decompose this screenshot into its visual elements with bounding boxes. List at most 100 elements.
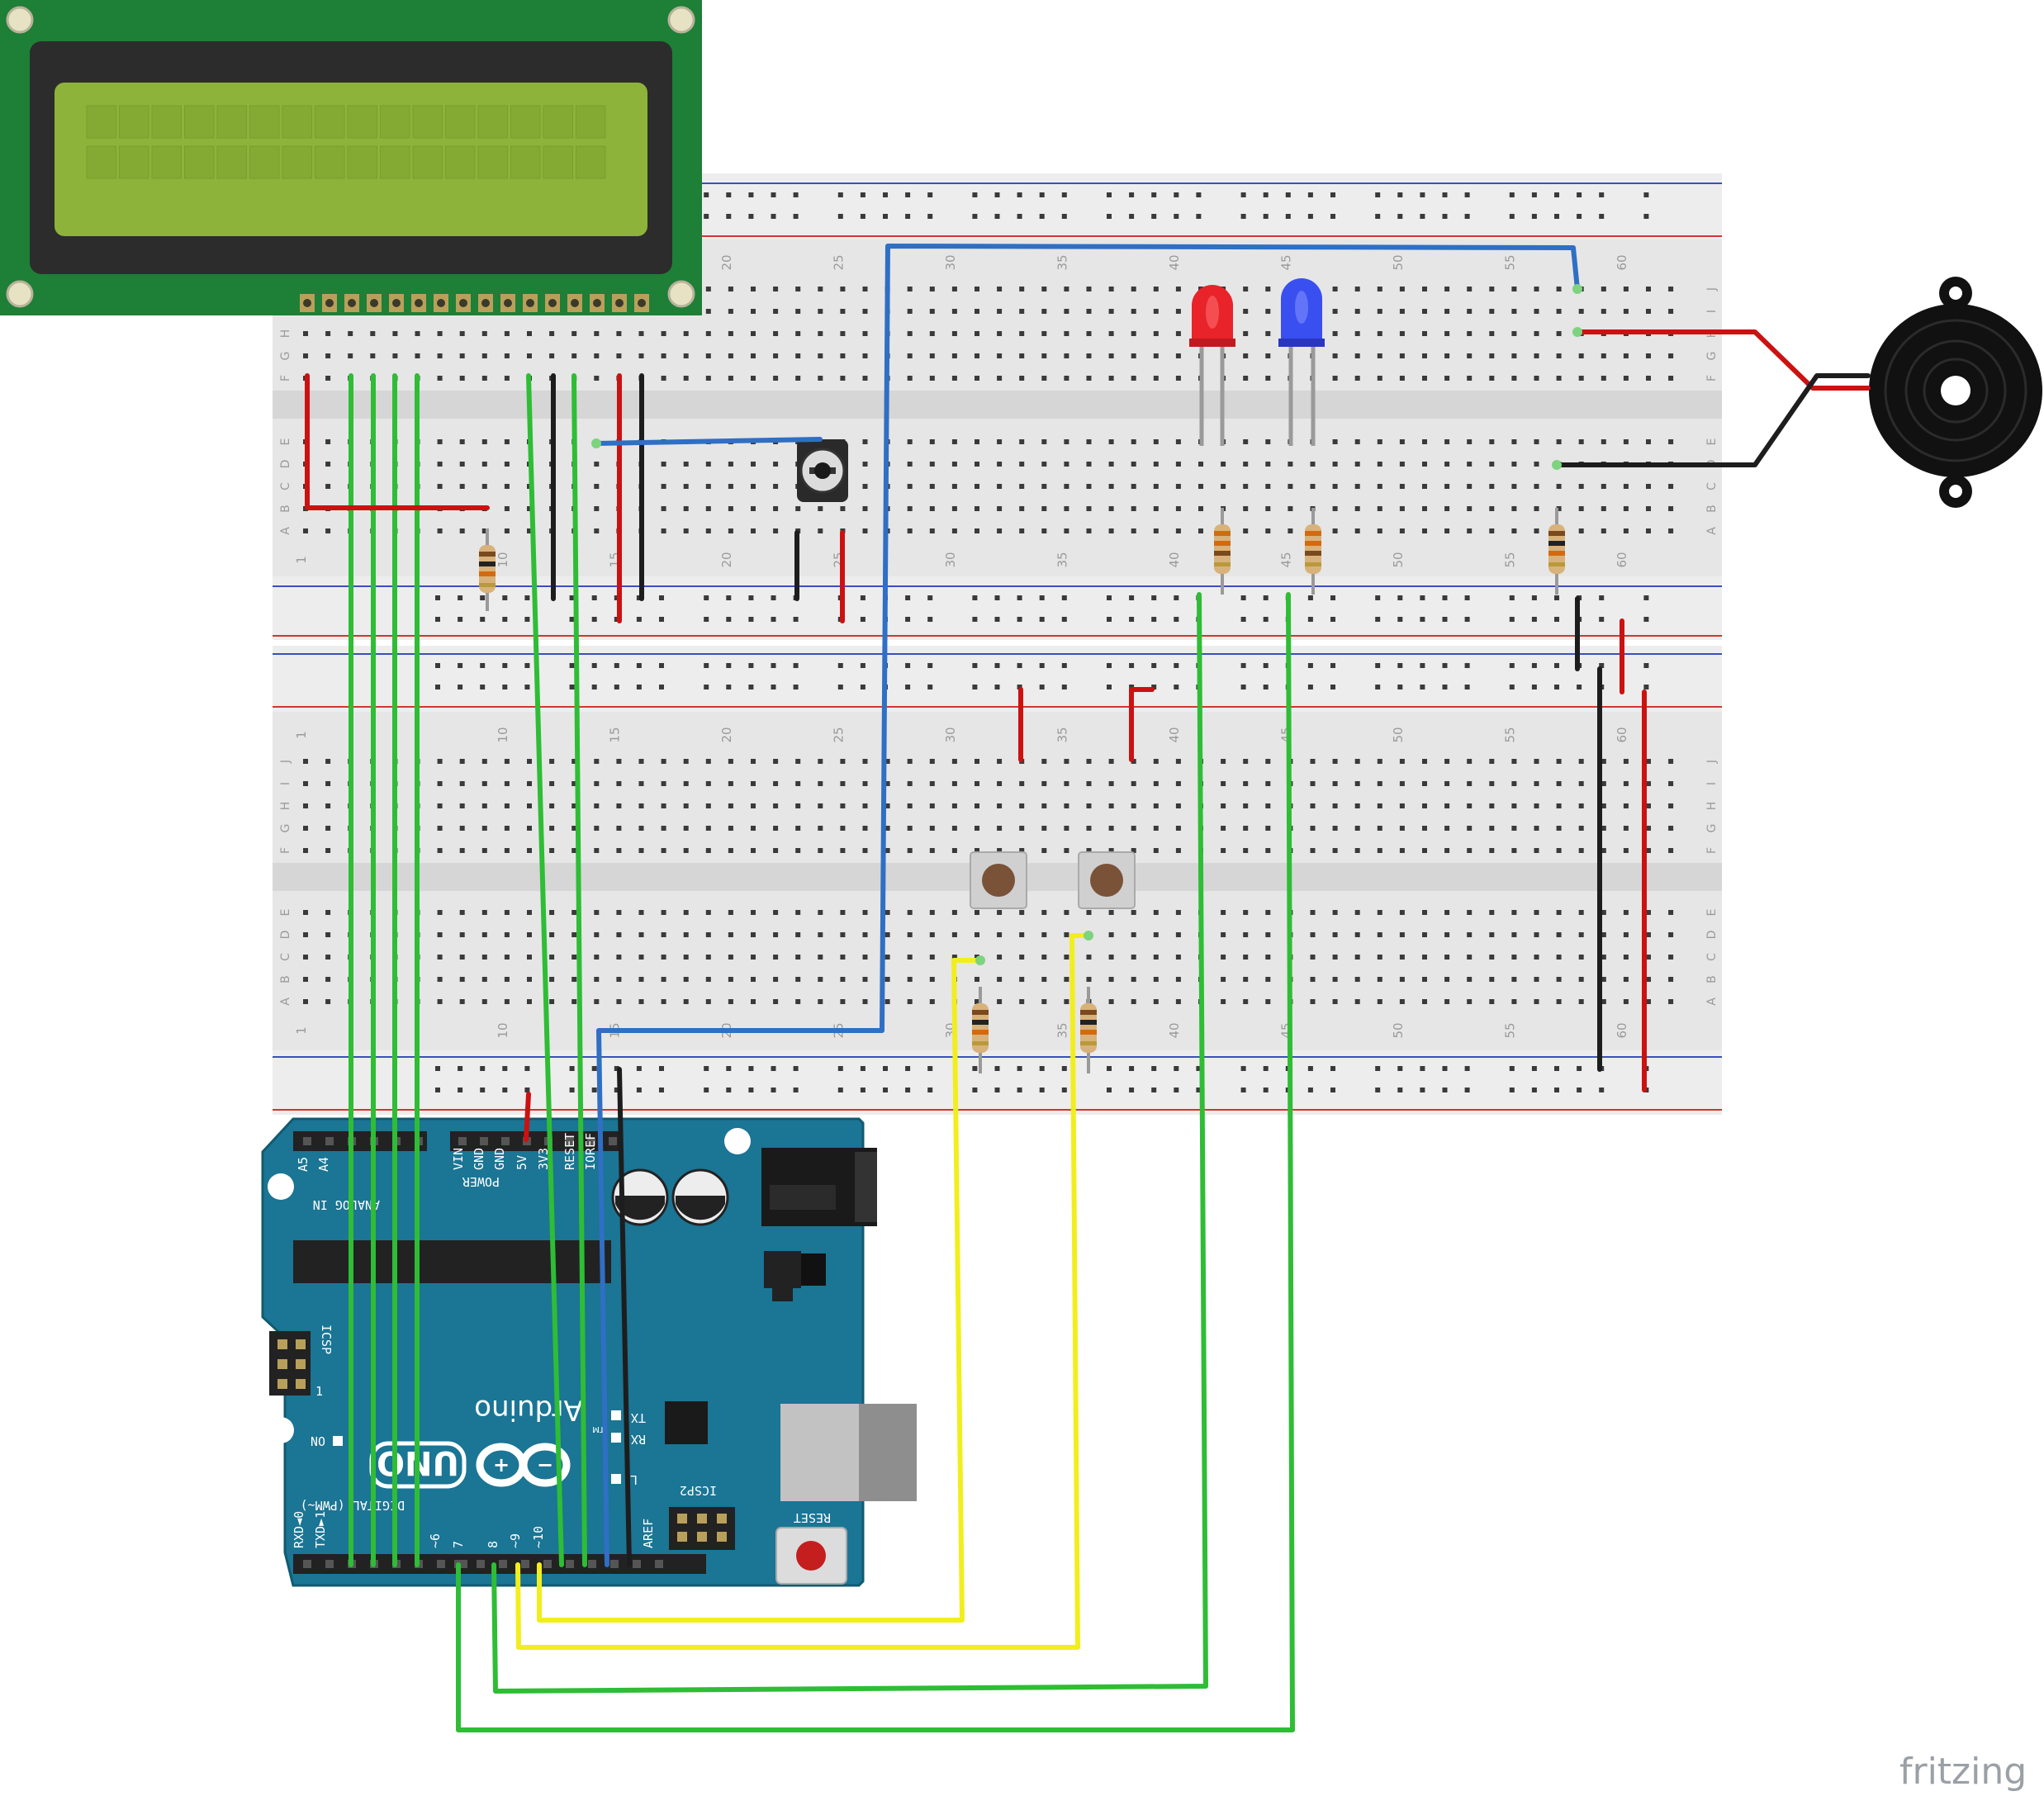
breadboard-hole <box>1064 826 1069 831</box>
breadboard-hole <box>728 462 733 467</box>
breadboard-hole <box>1534 462 1539 467</box>
breadboard-hole <box>1108 506 1114 511</box>
breadboard-hole <box>1377 506 1382 511</box>
potentiometer[interactable] <box>797 439 848 502</box>
lcd-character-cell <box>380 105 410 139</box>
breadboard-hole <box>480 617 486 622</box>
breadboard-hole <box>1531 685 1537 689</box>
breadboard-hole <box>1265 910 1271 915</box>
breadboard-hole <box>705 781 711 786</box>
icsp-pin <box>296 1339 306 1349</box>
breadboard-hole <box>862 932 868 937</box>
breadboard-hole <box>549 826 555 831</box>
breadboard-hole <box>818 376 823 381</box>
breadboard-hole <box>591 595 597 600</box>
breadboard-hole <box>1263 685 1269 689</box>
breadboard-hole <box>860 192 865 197</box>
breadboard-hole <box>1377 528 1382 533</box>
breadboard-hole <box>1511 848 1517 853</box>
breadboard-hole <box>837 1088 843 1092</box>
breadboard-hole <box>840 955 846 960</box>
arduino-pin <box>325 1137 334 1145</box>
breadboard-hole <box>1354 353 1360 358</box>
breadboard-hole <box>975 999 979 1004</box>
breadboard-hole <box>1646 932 1651 937</box>
breadboard-hole <box>862 977 868 982</box>
breadboard-hole <box>862 484 868 489</box>
breadboard-hole <box>1041 462 1047 467</box>
breadboard-hole <box>1243 932 1249 937</box>
breadboard-hole <box>683 506 689 511</box>
label-a5: A5 <box>296 1157 311 1172</box>
breadboard-hole <box>549 977 555 982</box>
breadboard-hole <box>1310 803 1316 808</box>
breadboard-hole <box>704 1088 709 1092</box>
breadboard-hole <box>1444 848 1450 853</box>
breadboard-hole <box>751 803 756 808</box>
breadboard-hole <box>1151 685 1157 689</box>
breadboard-hole <box>594 999 600 1004</box>
breadboard-hole <box>1578 932 1584 937</box>
lcd-character-cell <box>184 105 215 139</box>
reset-button-cap[interactable] <box>796 1541 826 1571</box>
pushbutton-2[interactable] <box>1078 851 1136 909</box>
breadboard-hole <box>975 484 979 489</box>
breadboard-hole <box>994 663 1000 668</box>
breadboard-hole <box>1017 663 1022 668</box>
breadboard-hole <box>997 484 1003 489</box>
breadboard-hole <box>504 484 510 489</box>
breadboard-hole <box>929 781 935 786</box>
breadboard-hole <box>1531 192 1537 197</box>
breadboard-hole <box>502 685 508 689</box>
breadboard-hole <box>1422 826 1427 831</box>
breadboard-column-number: 10 <box>496 727 510 742</box>
arduino-trademark: TM <box>592 1424 605 1433</box>
label-on: ON <box>311 1433 325 1448</box>
breadboard-hole <box>1422 462 1427 467</box>
breadboard-hole <box>748 663 754 668</box>
breadboard-hole <box>1578 309 1584 314</box>
on-led <box>333 1436 343 1446</box>
breadboard-hole <box>1175 353 1181 358</box>
breadboard-hole <box>594 506 600 511</box>
breadboard-hole <box>951 932 957 937</box>
breadboard-hole <box>1310 759 1316 764</box>
breadboard-hole <box>591 1066 597 1071</box>
breadboard-column-number: 45 <box>1278 727 1293 742</box>
lcd-pin-hole <box>638 299 646 307</box>
breadboard-hole <box>504 528 510 533</box>
breadboard-hole <box>1039 685 1045 689</box>
breadboard-hole <box>1019 484 1025 489</box>
wire-yellow-button-2 <box>515 933 1091 1650</box>
breadboard-hole <box>527 999 532 1004</box>
breadboard-hole <box>435 617 440 622</box>
breadboard-hole <box>1554 214 1559 219</box>
breadboard-hole <box>524 595 530 600</box>
breadboard-hole <box>1399 999 1405 1004</box>
breadboard-hole <box>1086 353 1092 358</box>
breadboard-hole <box>616 826 622 831</box>
lcd-pin-hole <box>348 299 356 307</box>
breadboard-hole <box>840 826 846 831</box>
breadboard-hole <box>1131 932 1136 937</box>
breadboard-hole <box>569 663 575 668</box>
breadboard-hole <box>325 331 331 336</box>
breadboard-hole <box>1601 977 1606 982</box>
breadboard-hole <box>1646 506 1651 511</box>
breadboard-hole <box>1221 803 1226 808</box>
breadboard-hole <box>437 484 443 489</box>
breadboard-hole <box>1131 848 1136 853</box>
breadboard-hole <box>481 803 487 808</box>
breadboard-hole <box>636 1088 642 1092</box>
breadboard-hole <box>1578 506 1584 511</box>
wire-black-arduino-gnd <box>617 1067 632 1567</box>
breadboard-hole <box>1556 309 1562 314</box>
breadboard-hole <box>1041 331 1047 336</box>
breadboard-hole <box>1646 848 1651 853</box>
breadboard-hole <box>1422 439 1427 444</box>
breadboard-hole <box>1509 214 1515 219</box>
pushbutton-1[interactable] <box>970 851 1027 909</box>
breadboard-hole <box>1578 759 1584 764</box>
breadboard-hole <box>818 803 823 808</box>
lcd-character-cell <box>477 145 508 179</box>
